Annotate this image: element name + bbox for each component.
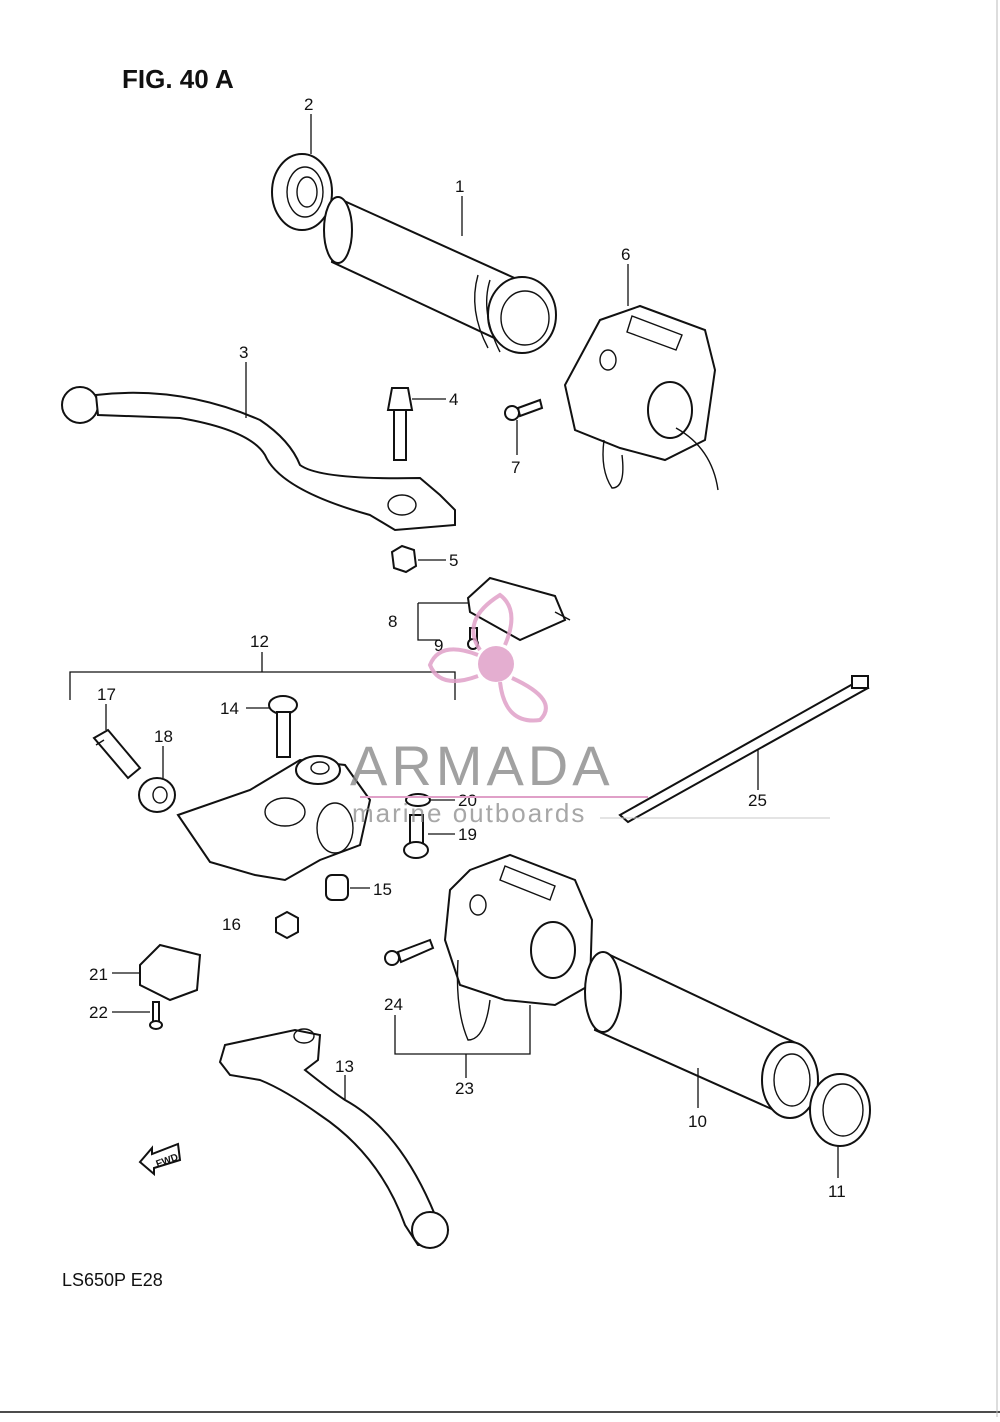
part-25-cable-tie xyxy=(618,675,870,824)
part-21-clutch-switch xyxy=(139,943,202,1002)
callout-3: 3 xyxy=(239,343,248,362)
part-22-screw xyxy=(149,1001,163,1030)
leader-8-9 xyxy=(417,603,440,641)
bracket-23 xyxy=(394,1005,531,1055)
callout-15: 15 xyxy=(373,880,392,899)
callout-9: 9 xyxy=(434,636,443,655)
callout-10: 10 xyxy=(688,1112,707,1131)
part-3-brake-lever xyxy=(61,386,456,532)
watermark-brand: ARMADA xyxy=(350,734,614,797)
callout-18: 18 xyxy=(154,727,173,746)
callout-17: 17 xyxy=(97,685,116,704)
part-16-nut xyxy=(275,910,299,940)
part-14-pivot-bolt xyxy=(268,695,298,758)
callout-1: 1 xyxy=(455,177,464,196)
part-5-nut xyxy=(390,544,418,574)
callout-22: 22 xyxy=(89,1003,108,1022)
part-23-left-switch-housing xyxy=(443,853,594,1041)
callout-14: 14 xyxy=(220,699,239,718)
watermark-logo-icon xyxy=(427,592,548,723)
callout-13: 13 xyxy=(335,1057,354,1076)
fwd-arrow-icon: FWD xyxy=(138,1142,182,1177)
part-11-grip-end-cap xyxy=(809,1073,871,1147)
callout-19: 19 xyxy=(458,825,477,844)
part-17-cable-adjuster xyxy=(92,728,142,780)
part-7-screw xyxy=(504,398,544,421)
figure-title: FIG. 40 A xyxy=(122,64,234,94)
callout-20: 20 xyxy=(458,791,477,810)
part-19-bolt xyxy=(403,814,429,859)
part-1-throttle-grip xyxy=(323,196,557,354)
callout-11: 11 xyxy=(828,1182,846,1201)
part-4-pivot-bolt xyxy=(386,387,414,461)
part-13-clutch-lever xyxy=(218,1028,450,1249)
callout-24: 24 xyxy=(384,995,403,1014)
callout-8: 8 xyxy=(388,612,397,631)
callout-16: 16 xyxy=(222,915,241,934)
part-15-collar xyxy=(325,874,349,901)
part-24-screw xyxy=(384,938,435,966)
callout-6: 6 xyxy=(621,245,630,264)
callout-12: 12 xyxy=(250,632,269,651)
part-10-left-grip xyxy=(584,951,819,1119)
watermark-tagline: marine outboards xyxy=(352,798,586,828)
part-18-lock-nut xyxy=(138,777,176,813)
callout-23: 23 xyxy=(455,1079,474,1098)
callout-21: 21 xyxy=(89,965,108,984)
bracket-12 xyxy=(69,671,456,700)
footer-model-code: LS650P E28 xyxy=(62,1270,163,1290)
part-6-right-switch-housing xyxy=(563,304,719,491)
callout-5: 5 xyxy=(449,551,458,570)
callout-7: 7 xyxy=(511,458,520,477)
callout-2: 2 xyxy=(304,95,313,114)
callout-4: 4 xyxy=(449,390,458,409)
part-2-grip-end-cap xyxy=(271,153,333,231)
callout-25: 25 xyxy=(748,791,767,810)
clutch-lever-holder xyxy=(176,755,372,882)
part-8-brake-switch xyxy=(466,576,571,642)
